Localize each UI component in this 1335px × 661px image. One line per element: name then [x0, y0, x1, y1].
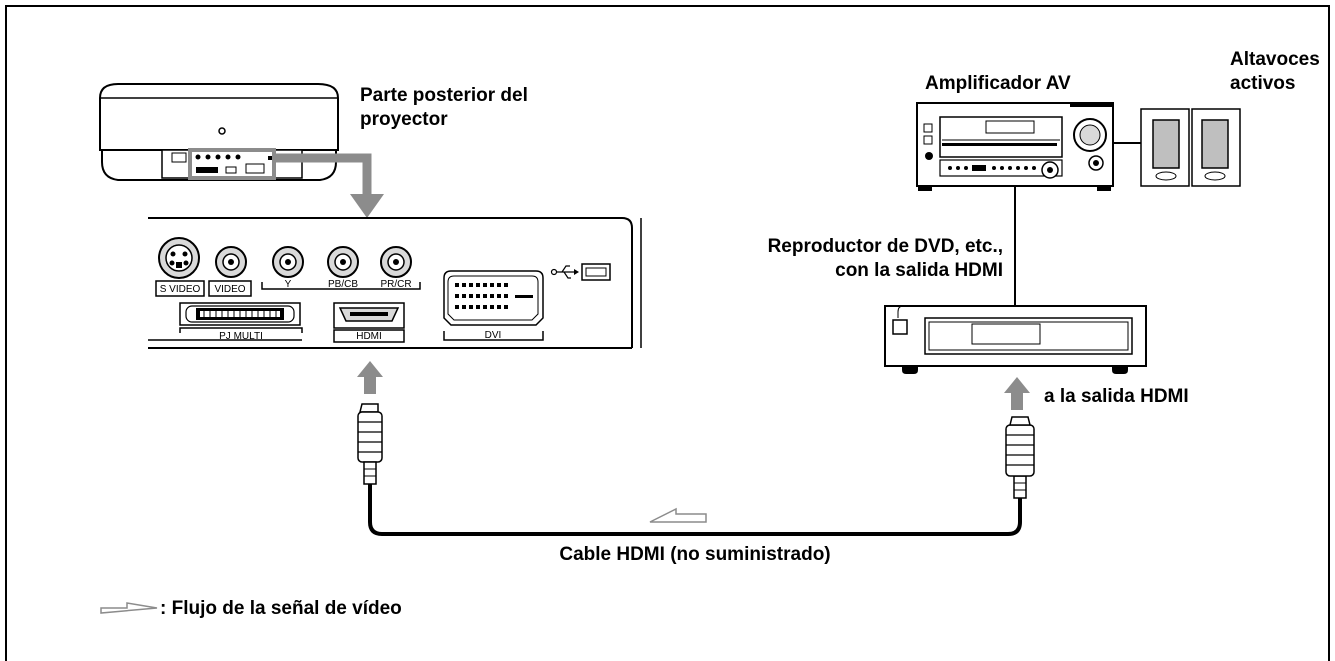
active-speakers-label: Altavoces activos — [1230, 48, 1320, 96]
to-hdmi-output-label-text: a la salida HDMI — [1044, 386, 1189, 407]
dvd-player-label: Reproductor de DVD, etc., con la salida … — [700, 235, 1003, 283]
projector-rear-label-line-1: Parte posterior del — [360, 85, 528, 106]
video-port-label: VIDEO — [214, 284, 245, 295]
usb-icon — [550, 263, 611, 281]
av-amplifier-illustration — [916, 102, 1114, 191]
y-port-label: Y — [285, 279, 292, 290]
active-speakers-illustration — [1140, 108, 1241, 187]
dvd-player-illustration — [884, 305, 1147, 374]
av-amplifier-label-text: Amplificador AV — [925, 73, 1071, 94]
hdmi-cable-label: Cable HDMI (no suministrado) — [520, 543, 870, 567]
pb-cb-port-label: PB/CB — [328, 279, 358, 290]
pj-multi-port-label: PJ MULTI — [219, 331, 263, 342]
s-video-port-label: S VIDEO — [160, 284, 201, 295]
active-speakers-label-line-1: Altavoces — [1230, 49, 1320, 70]
dvd-player-label-line-1: Reproductor de DVD, etc., — [767, 236, 1003, 257]
av-amplifier-label: Amplificador AV — [925, 72, 1071, 96]
projector-rear-label: Parte posterior del proyector — [360, 84, 528, 132]
hdmi-port-label: HDMI — [356, 331, 382, 342]
pr-cr-port-label: PR/CR — [380, 279, 411, 290]
projector-illustration — [99, 83, 384, 218]
dvi-port-label: DVI — [485, 330, 502, 341]
signal-flow-arrow-icon — [649, 507, 707, 523]
legend-label-text: : Flujo de la señal de vídeo — [160, 598, 402, 619]
hdmi-cable-label-text: Cable HDMI (no suministrado) — [559, 544, 831, 565]
legend-signal-flow-icon — [100, 602, 158, 614]
connector-panel — [148, 217, 642, 349]
legend-label: : Flujo de la señal de vídeo — [160, 597, 402, 621]
diagram-border — [5, 5, 1330, 661]
dvd-player-label-line-2: con la salida HDMI — [835, 260, 1003, 281]
projector-rear-label-line-2: proyector — [360, 109, 448, 130]
to-hdmi-output-label: a la salida HDMI — [1044, 385, 1189, 409]
hdmi-cable — [357, 361, 1035, 536]
active-speakers-label-line-2: activos — [1230, 73, 1296, 94]
